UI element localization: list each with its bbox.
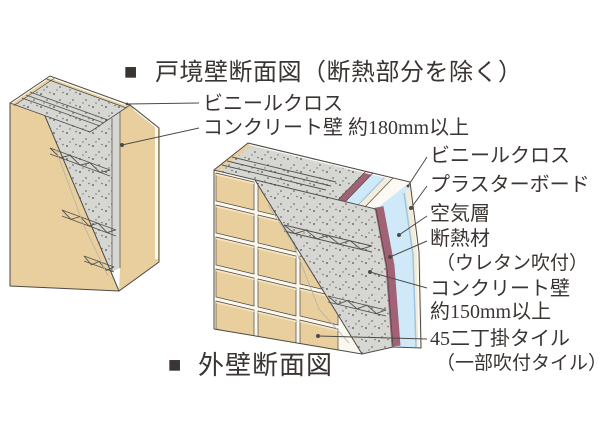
concrete-facet-line (55, 149, 109, 277)
label-concrete-note: 約150mm以上 (430, 300, 551, 323)
concrete-speckles (255, 180, 393, 354)
concrete-speckles (10, 76, 130, 132)
tile (215, 204, 255, 243)
concrete-facet-line (267, 204, 350, 344)
label-air-layer: 空気層 (430, 202, 490, 225)
label-vinyl-cloth-left: ビニールクロス (203, 92, 343, 115)
insulation-layer-side (374, 206, 401, 347)
rebar-truss (327, 295, 387, 317)
insulation-layer-top (338, 171, 373, 202)
leader-line (369, 271, 428, 289)
tile (215, 268, 255, 307)
label-insulation-note: （ウレタン吹付） (436, 252, 588, 274)
tile (215, 172, 255, 211)
leader-dot (388, 255, 392, 259)
leader-line (407, 156, 428, 187)
partition-title: 戸境壁断面図（断熱部分を除く） (155, 59, 523, 86)
label-insulation: 断熱材 (430, 227, 490, 250)
tile (215, 236, 255, 275)
partition-outlines (9, 75, 160, 292)
leader-dot (406, 184, 410, 188)
rebar-truss (283, 224, 373, 253)
tile (257, 246, 297, 285)
rebar-lines-top (21, 91, 109, 127)
exterior-outlines (213, 142, 422, 355)
leader-dot (316, 334, 320, 338)
label-concrete-right: コンクリート壁 (430, 277, 570, 300)
vinyl-layer-line (50, 76, 130, 107)
leader-line (398, 215, 428, 236)
vinyl-layer-line (248, 143, 409, 184)
leader-lines (120, 102, 428, 340)
exterior-title-bullet: ■ (168, 352, 181, 377)
leader-dot (397, 233, 401, 237)
partition-right-concrete-sliver (112, 112, 120, 272)
leader-line (389, 240, 428, 258)
partition-wall-surface (10, 103, 119, 291)
partition-top-board-strip-front (10, 76, 54, 106)
leader-line (410, 185, 428, 209)
rebar-truss (83, 255, 115, 273)
label-concrete-left: コンクリート壁 約180mm以上 (203, 116, 469, 139)
concrete-speckles (214, 143, 366, 200)
leader-dot (368, 270, 372, 274)
vinyl-layer-top (365, 178, 410, 209)
rebar-lines-top (221, 156, 337, 191)
air-layer-top (345, 173, 386, 205)
label-plasterboard: プラスターボード (430, 173, 590, 196)
exterior-wall-illustration (213, 142, 423, 355)
leader-dot (125, 102, 129, 106)
air-layer-side (376, 182, 421, 348)
leader-line (317, 335, 428, 340)
tile (257, 278, 297, 317)
label-tile-note: （一部吹付タイル） (436, 352, 600, 374)
leader-line (126, 102, 200, 105)
air-layer-line (403, 192, 417, 348)
partition-right-board-panel (119, 105, 159, 291)
leader-line (121, 127, 200, 146)
plasterboard-layer-top (358, 176, 393, 207)
air-layer-line (357, 175, 387, 206)
leader-dot (409, 206, 413, 210)
label-tile: 45二丁掛タイル (430, 327, 570, 350)
partition-title-bullet: ■ (124, 59, 137, 84)
leader-dot (120, 143, 124, 147)
exterior-title: 外壁断面図 (198, 351, 333, 380)
label-vinyl-cloth-right: ビニールクロス (430, 144, 570, 167)
partition-wall-illustration (9, 75, 160, 292)
vinyl-layer-line (10, 75, 52, 105)
